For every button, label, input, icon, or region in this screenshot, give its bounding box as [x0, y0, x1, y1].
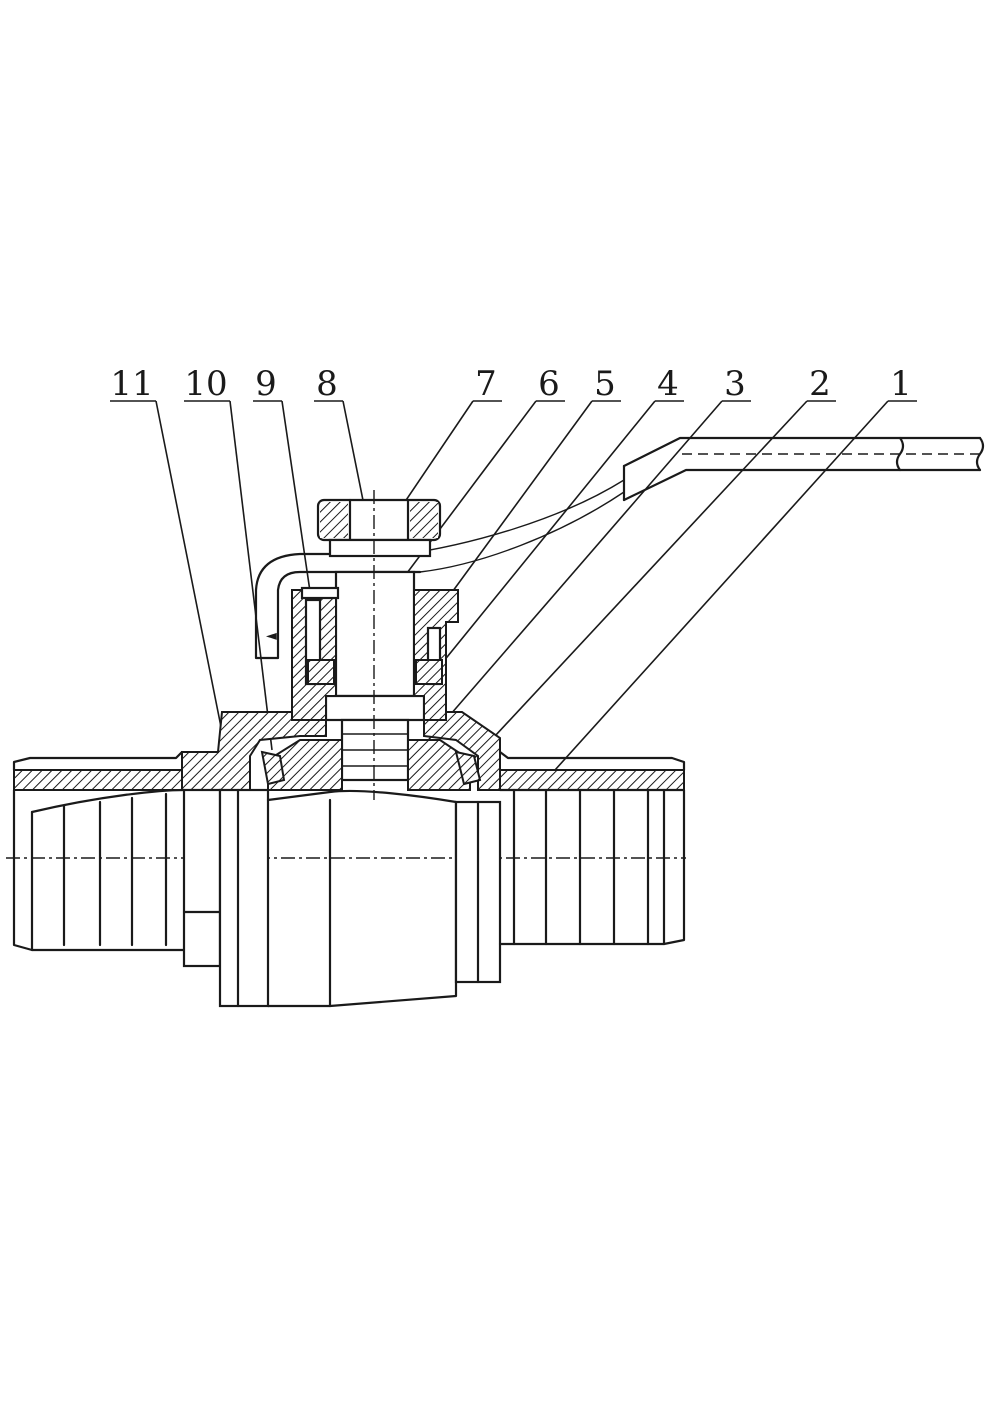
part-label-11: 11 — [110, 364, 153, 404]
leader-5 — [427, 400, 593, 626]
packing-ring-left — [307, 659, 335, 685]
part-label-1: 1 — [890, 364, 912, 404]
valve-stem — [324, 570, 426, 782]
part-label-5: 5 — [594, 364, 616, 404]
body-lower-outline — [6, 490, 686, 1008]
handle-mark: ◄ — [266, 628, 277, 644]
valve-body — [12, 711, 686, 791]
leader-6 — [397, 400, 537, 586]
part-label-7: 7 — [475, 364, 497, 404]
stem-nut — [316, 498, 442, 558]
leader-11 — [155, 400, 229, 763]
leader-1 — [554, 400, 889, 771]
part-label-10: 10 — [184, 364, 227, 404]
leader-2 — [467, 400, 808, 766]
bonnet — [291, 586, 459, 721]
leader-10 — [229, 400, 273, 751]
part-labels: 11 10 9 8 7 6 5 4 3 2 1 — [110, 364, 917, 404]
leader-7 — [395, 400, 474, 516]
part-label-4: 4 — [657, 364, 679, 404]
leader-3 — [417, 400, 723, 753]
part-label-2: 2 — [809, 364, 831, 404]
part-label-9: 9 — [255, 364, 277, 404]
leader-4 — [442, 400, 656, 663]
part-label-6: 6 — [538, 364, 560, 404]
part-label-8: 8 — [316, 364, 338, 404]
part-label-3: 3 — [724, 364, 746, 404]
packing-ring-right — [415, 659, 443, 685]
